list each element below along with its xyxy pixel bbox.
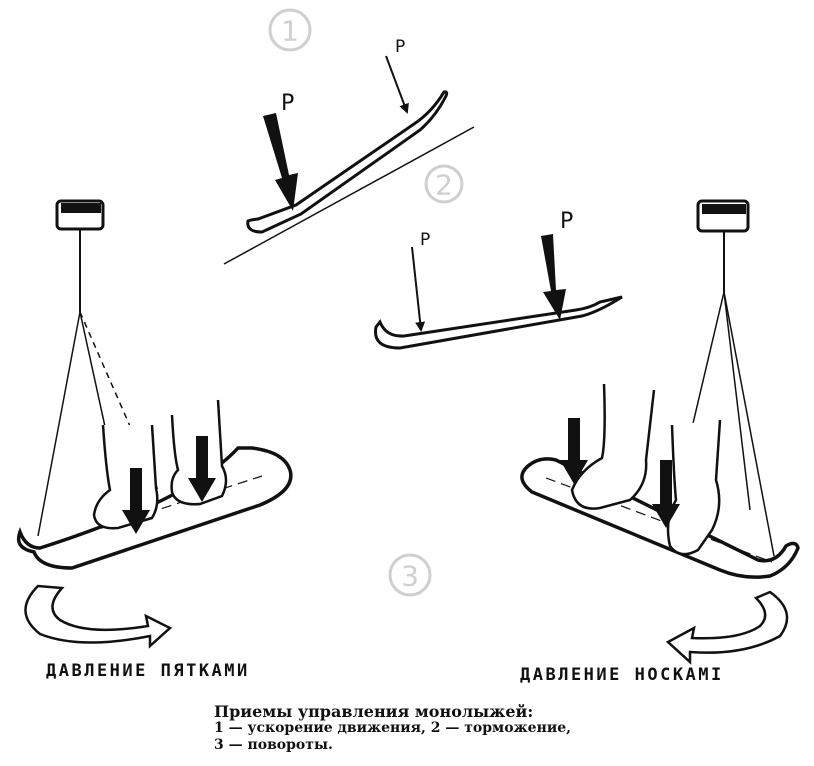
ski-flat — [374, 295, 623, 350]
caption-line-1: 1 — ускорение движения, 2 — торможение, — [214, 720, 571, 736]
leg-back-right — [666, 419, 722, 556]
force-label-large-2: P — [560, 209, 573, 234]
monoski-board-right — [520, 457, 800, 579]
force-label-thin-2: P — [420, 230, 430, 250]
force-arrow-thin — [385, 55, 409, 114]
force-arrow-large-2 — [541, 234, 566, 320]
badge-3-number: 3 — [401, 560, 419, 593]
label-toe-pressure: ДАВЛЕНИЕ НОСКАМI — [520, 665, 724, 685]
badge-2-number: 2 — [435, 169, 453, 202]
tow-handle-right-top — [702, 204, 746, 214]
leg-front-right — [570, 383, 656, 510]
pressure-arrow-heel-1 — [122, 468, 150, 534]
badge-1-number: 1 — [281, 15, 299, 48]
toe-pressure-figure — [520, 199, 800, 665]
figure-caption: Приемы управления монолыжей: 1 — ускорен… — [214, 703, 571, 754]
badge-2: 2 — [424, 164, 464, 204]
pressure-arrow-toe-2 — [652, 460, 680, 528]
rope-right-mid — [723, 291, 751, 511]
pressure-arrow-heel-2 — [188, 436, 216, 502]
rope-front — [37, 311, 81, 537]
label-heel-pressure: ДАВЛЕНИЕ ПЯТКАМИ — [46, 661, 250, 681]
force-arrow-thin-2 — [411, 246, 426, 332]
heel-pressure-figure — [16, 199, 293, 649]
ski-acceleration-figure: P P — [223, 37, 475, 265]
rotation-arrow-right — [665, 590, 789, 665]
slope-line — [223, 126, 475, 265]
pressure-arrow-toe-1 — [560, 418, 588, 484]
badge-3: 3 — [388, 553, 432, 597]
badge-1: 1 — [268, 8, 312, 52]
rotation-arrow-left — [24, 584, 173, 649]
force-label-large: P — [281, 91, 294, 116]
force-label-thin: P — [395, 37, 405, 57]
rope-right-back — [723, 291, 775, 557]
force-arrow-large — [263, 113, 298, 211]
ski-braking-figure: P P — [374, 209, 623, 350]
caption-line-2: 3 — повороты. — [214, 737, 333, 753]
tow-handle-left-top — [61, 203, 101, 213]
ski-tilted — [246, 90, 449, 234]
caption-title: Приемы управления монолыжей: — [214, 702, 534, 721]
